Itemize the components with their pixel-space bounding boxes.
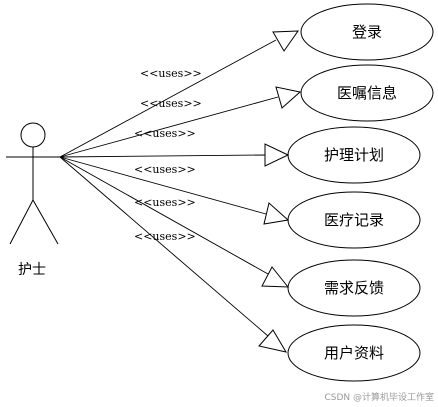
association-1 <box>59 30 299 158</box>
use-case-label: 用户资料 <box>324 344 384 362</box>
use-case-label: 护理计划 <box>324 146 384 164</box>
actor-label: 护士 <box>18 262 46 278</box>
use-case-label: 医疗记录 <box>324 211 384 229</box>
actor-head <box>20 122 46 148</box>
use-case-label: 医嘱信息 <box>337 84 397 102</box>
association-line <box>59 39 277 158</box>
association-arrowhead <box>275 86 302 109</box>
use-case-2[interactable]: 医嘱信息 <box>300 64 434 122</box>
use-case-4[interactable]: 医疗记录 <box>287 191 421 249</box>
use-case-5[interactable]: 需求反馈 <box>287 259 421 317</box>
association-line <box>59 156 267 215</box>
use-case-1[interactable]: 登录 <box>300 3 434 61</box>
use-case-ellipse <box>287 259 421 317</box>
use-case-label: 登录 <box>352 23 382 41</box>
actor-right-leg <box>32 199 59 245</box>
association-arrowhead <box>264 143 290 167</box>
association-line <box>59 154 267 158</box>
association-2 <box>59 86 302 158</box>
association-arrowhead <box>272 30 299 52</box>
uses-label-4: <<uses>> <box>134 163 196 176</box>
uses-label-2: <<uses>> <box>140 97 202 110</box>
association-arrowhead <box>261 266 290 288</box>
use-case-label: 需求反馈 <box>324 279 384 297</box>
uses-label-3: <<uses>> <box>134 127 196 140</box>
association-line <box>59 156 269 275</box>
actor-left-leg <box>9 199 34 245</box>
association-3 <box>59 143 290 167</box>
association-5 <box>59 156 290 288</box>
use-case-6[interactable]: 用户资料 <box>287 324 421 382</box>
use-case-ellipse <box>287 324 421 382</box>
association-4 <box>59 156 290 225</box>
association-line <box>59 96 279 158</box>
use-case-3[interactable]: 护理计划 <box>287 126 421 184</box>
association-arrowhead <box>258 329 288 353</box>
actor-figure <box>6 122 60 245</box>
association-line <box>59 156 269 337</box>
uses-label-6: <<uses>> <box>134 230 196 243</box>
uses-label-1: <<uses>> <box>140 67 202 80</box>
use-case-ellipse <box>300 3 434 61</box>
use-case-ellipse <box>300 64 434 122</box>
uses-label-5: <<uses>> <box>134 196 196 209</box>
watermark: CSDN @计算机毕设工作室 <box>324 391 434 403</box>
association-arrowhead <box>263 202 290 225</box>
association-6 <box>59 156 288 353</box>
